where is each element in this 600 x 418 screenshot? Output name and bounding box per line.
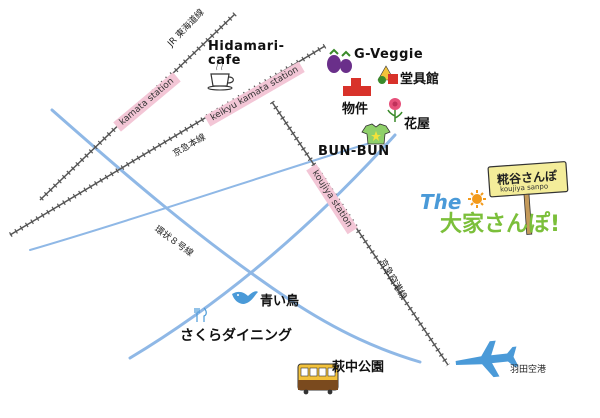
road-diagonal-right [128,133,397,360]
fork-knife-icon [194,307,207,322]
flower-icon [387,98,403,122]
roads [29,108,422,364]
tshirt-icon [361,123,391,145]
coffee-cup-icon [207,62,234,91]
place-hagina: 萩中公園 [332,360,385,375]
label-haneda: 羽田空港 [510,365,547,375]
logo-main: 大家さんぽ! [440,212,561,237]
place-dougukan: 堂具館 [400,72,440,87]
place-bunbun: BUN-BUN [318,144,390,159]
road-upper [29,139,381,251]
place-hidamari-line2: cafe [208,53,241,68]
house-icon [343,78,371,96]
train-icon [297,363,339,395]
shapes-icon [377,65,398,84]
sun-icon [468,190,486,208]
sign-board [487,161,569,235]
logo-the: The [420,190,462,214]
place-bukken: 物件 [342,102,369,117]
place-aoitori: 青い鳥 [260,294,300,309]
place-hanaya: 花屋 [404,117,431,132]
place-sakura: さくらダイニング [180,328,292,344]
place-gveggie: G-Veggie [354,47,424,62]
road-kanpachi [50,108,422,364]
place-hidamari-line1: Hidamari- [208,39,285,54]
airplane-icon [455,340,519,378]
bird-icon [232,291,258,304]
rail-keikyu-airport [271,101,449,366]
vegetables-icon [327,48,352,73]
place-hidamari-cafe: Hidamari- cafe [208,40,285,68]
